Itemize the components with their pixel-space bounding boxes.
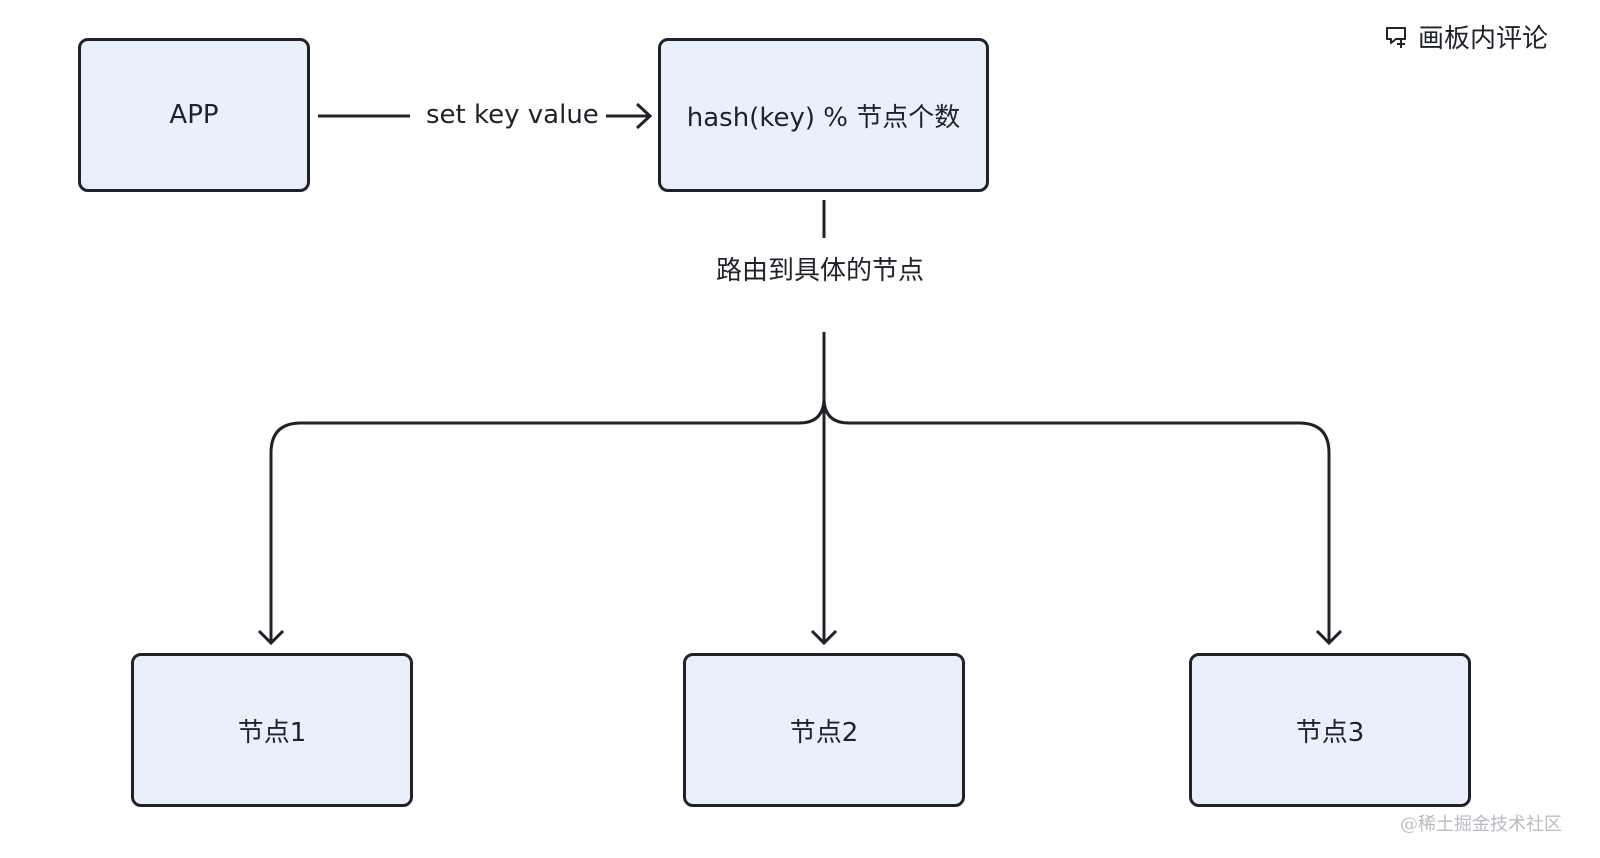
- node-app-label: APP: [169, 100, 219, 130]
- edge-app-hash-arrowhead: [635, 102, 653, 130]
- watermark: @稀土掘金技术社区: [1400, 814, 1562, 835]
- node-hash[interactable]: hash(key) % 节点个数: [658, 38, 989, 192]
- node-1[interactable]: 节点1: [131, 653, 413, 807]
- edge-route-arrowhead-1: [257, 629, 285, 646]
- node-3-label: 节点3: [1295, 717, 1365, 748]
- edge-label-route-to-node: 路由到具体的节点: [716, 250, 925, 287]
- node-2-label: 节点2: [789, 717, 859, 748]
- node-1-label: 节点1: [237, 717, 307, 748]
- board-comment-button[interactable]: 画板内评论: [1384, 18, 1548, 55]
- board-comment-label: 画板内评论: [1417, 24, 1548, 54]
- edge-route-arrowhead-3: [1315, 629, 1343, 646]
- edge-route-arrowhead-2: [810, 629, 838, 646]
- comment-add-icon: [1385, 26, 1406, 48]
- node-2[interactable]: 节点2: [683, 653, 965, 807]
- edge-route-branch-3: [822, 397, 1331, 643]
- node-hash-label: hash(key) % 节点个数: [686, 102, 961, 133]
- edge-route-branch-1: [269, 397, 826, 643]
- edge-label-set-key-value: set key value: [426, 100, 599, 130]
- node-3[interactable]: 节点3: [1189, 653, 1471, 807]
- node-app[interactable]: APP: [78, 38, 310, 192]
